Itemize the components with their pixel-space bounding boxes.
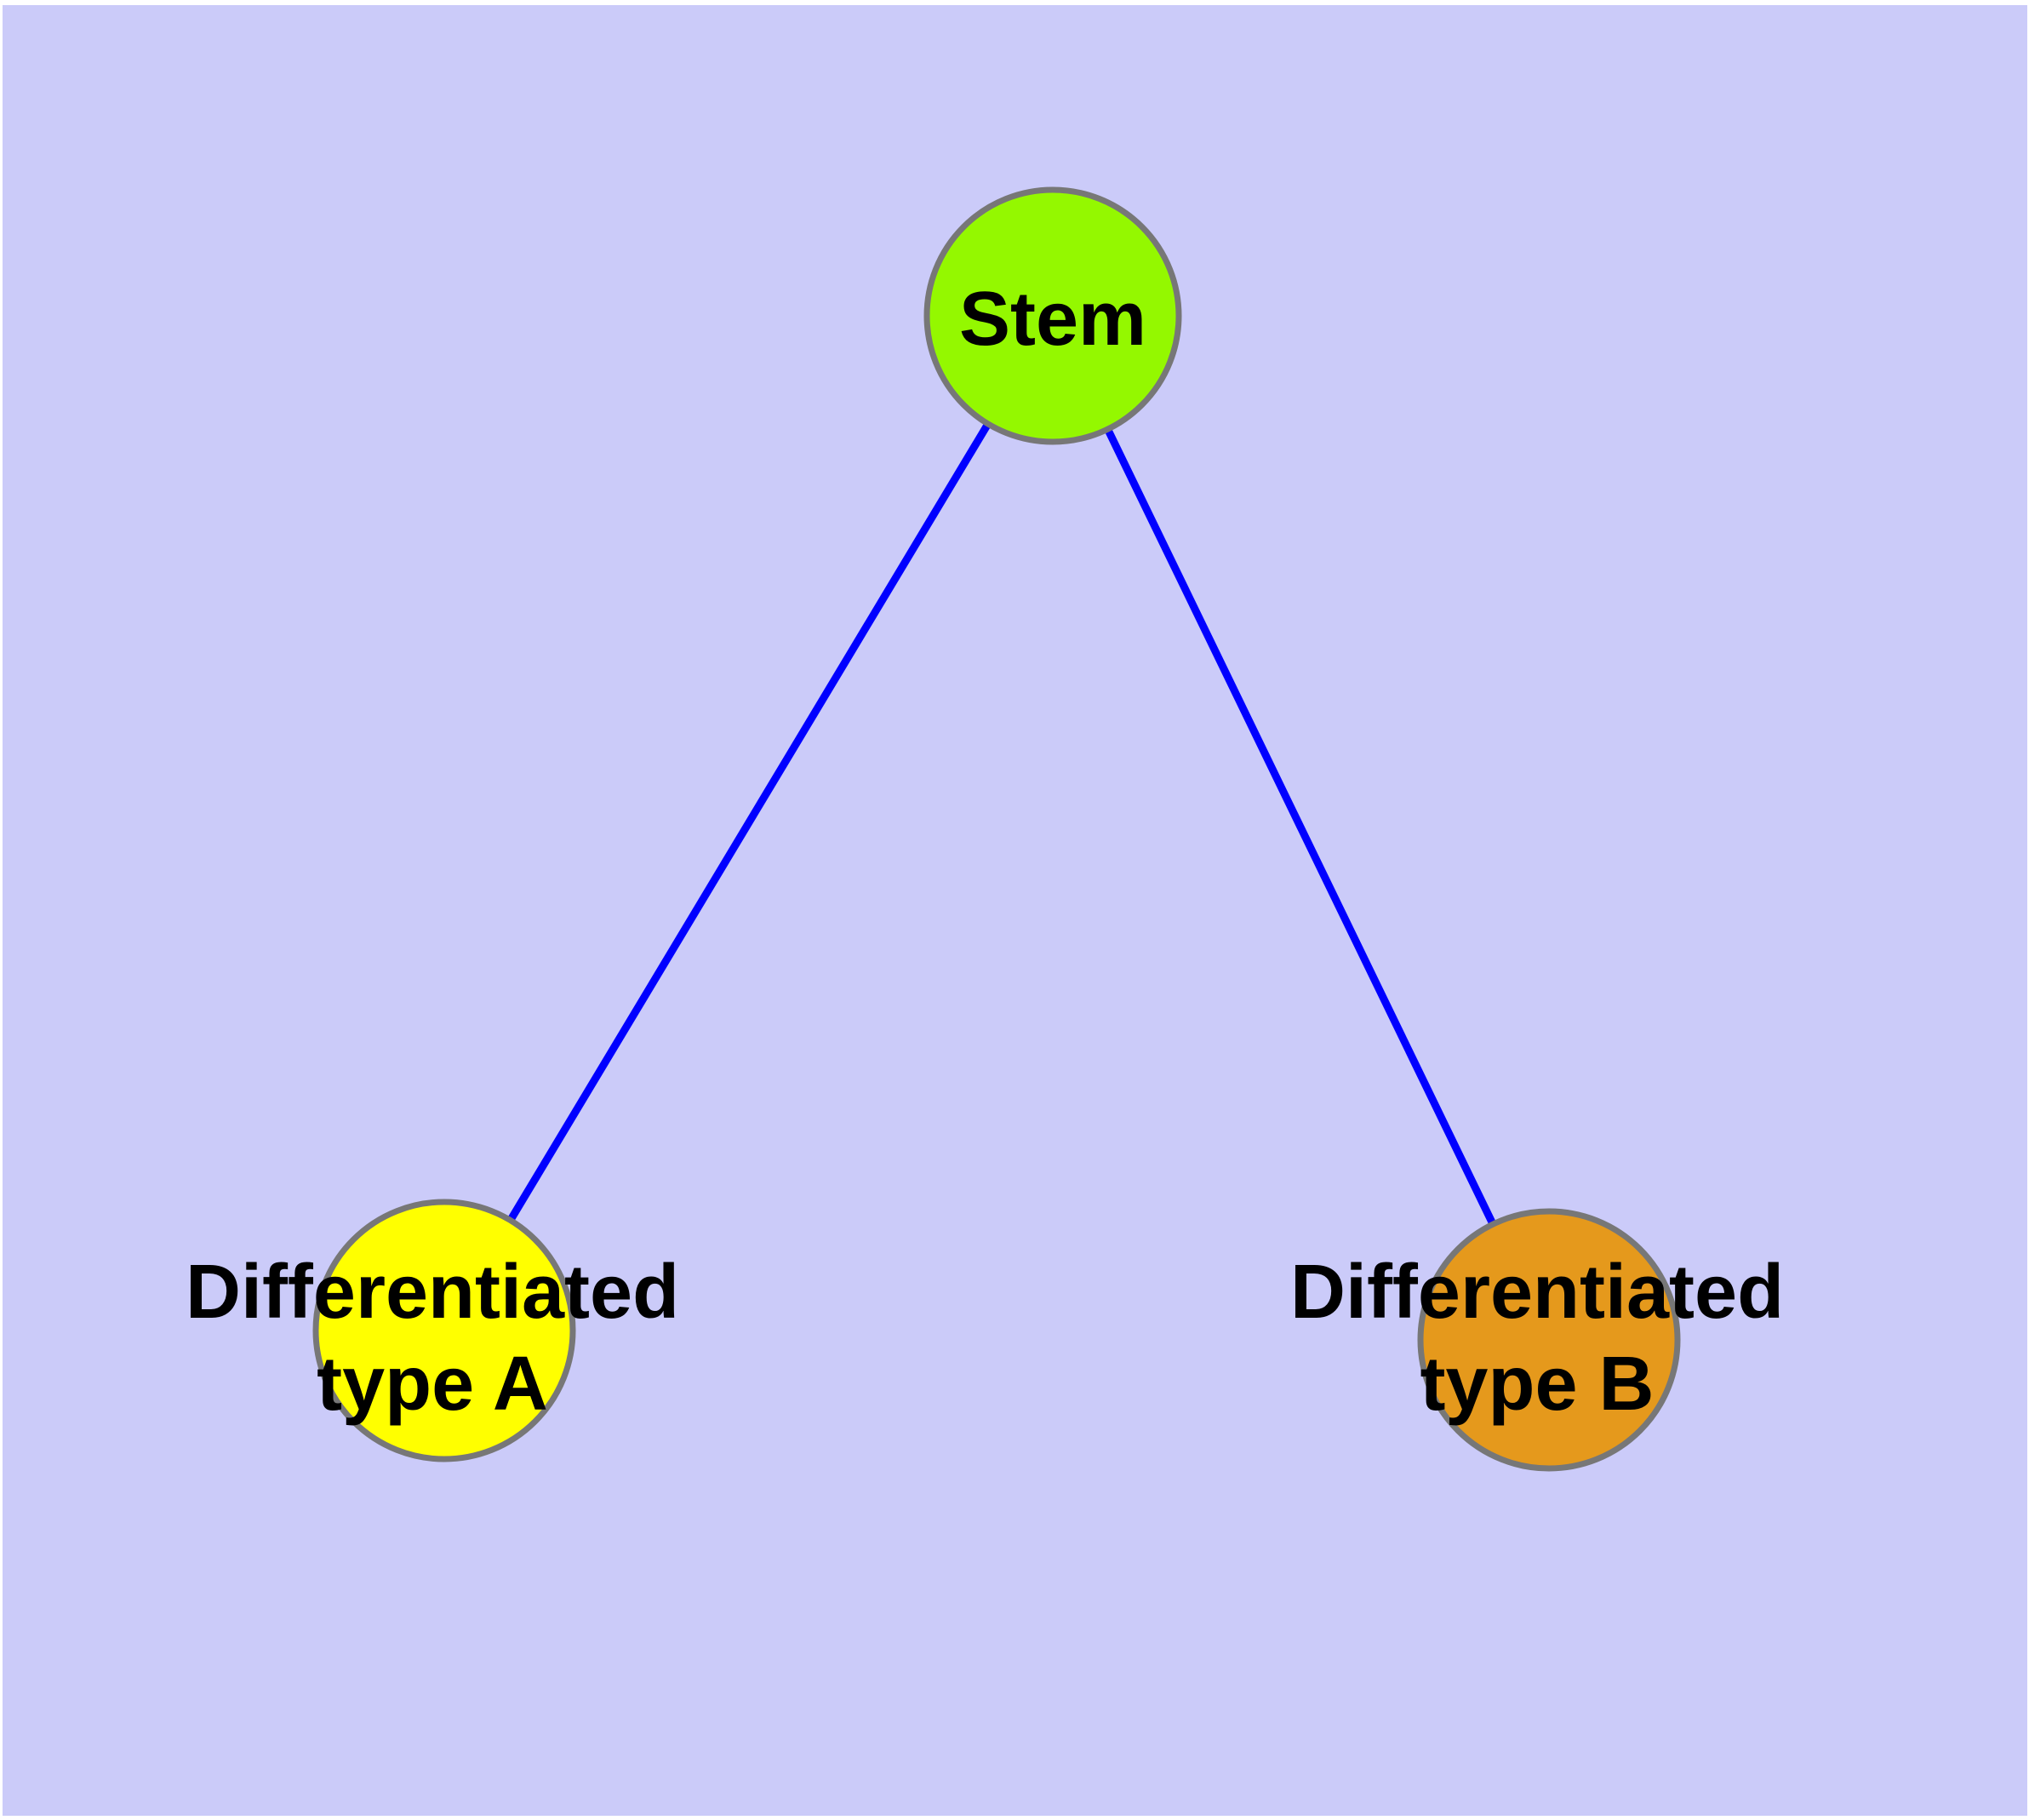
stem-node-circle xyxy=(923,186,1182,445)
graph-canvas xyxy=(3,5,2027,1816)
edge-stem-to-type-a xyxy=(441,313,1056,1333)
differentiated-type-b-node-circle xyxy=(1417,1208,1681,1472)
differentiated-type-a-node-label: Differentiated type A xyxy=(185,1250,680,1427)
stem-node-label: Stem xyxy=(958,277,1147,362)
graph-plot-area: Stem Differentiated type A Differentiate… xyxy=(3,5,2027,1816)
edge-stem-to-type-b xyxy=(1049,314,1553,1342)
differentiated-type-b-node-label: Differentiated type B xyxy=(1289,1250,1785,1427)
differentiated-type-a-node-circle xyxy=(312,1199,576,1462)
